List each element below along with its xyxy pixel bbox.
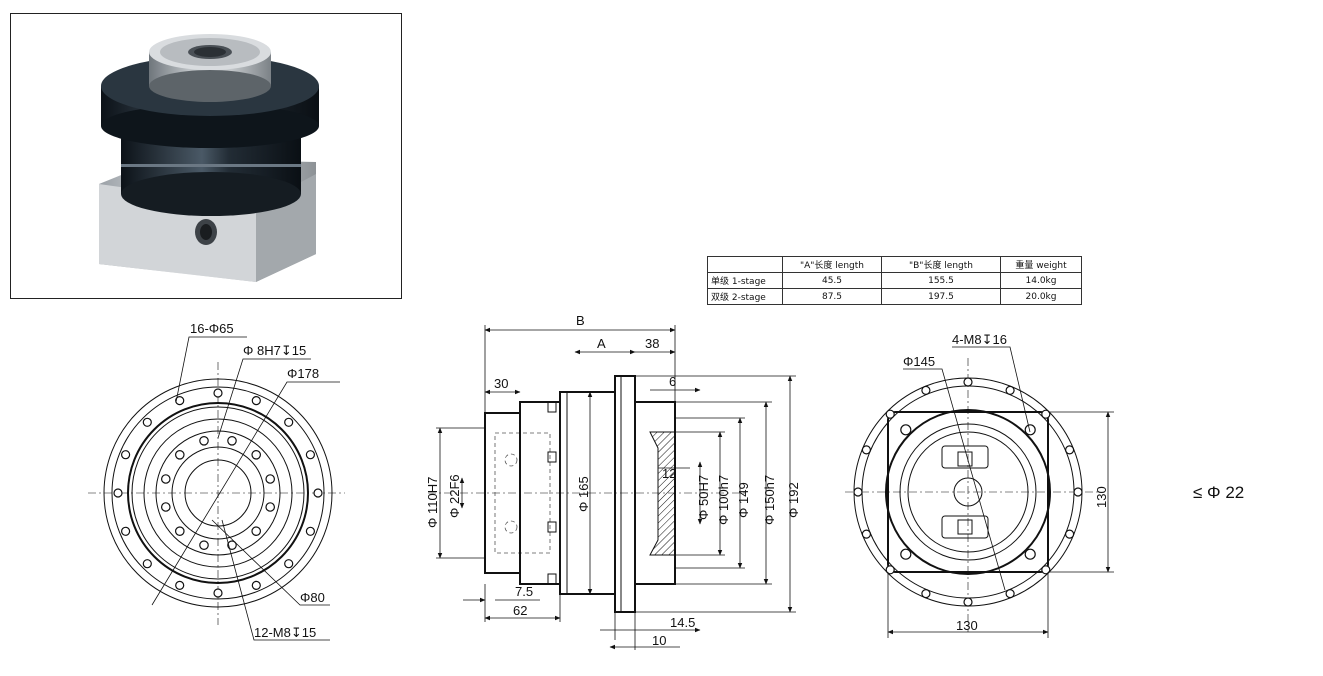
tapped-hole [251,526,262,536]
tapped-hole [900,548,912,560]
tapped-hole [265,474,275,484]
label-pin-hole: Φ 8H7↧15 [243,343,306,358]
mounting-hole [885,409,895,419]
label-outer-holes: 16-Φ65 [190,321,234,336]
mounting-hole [963,377,973,387]
mounting-hole [305,450,315,460]
mounting-hole [284,417,294,427]
mounting-hole [120,526,131,536]
mounting-hole [1064,445,1075,455]
tapped-hole [251,449,262,460]
mounting-hole [284,559,294,569]
mounting-hole [305,526,315,536]
mounting-hole [853,487,863,497]
front-view: 16-Φ65 Φ 8H7↧15 Φ178 Φ80 12-M8↧15 [88,321,345,641]
label-back-taps: 4-M8↧16 [952,332,1007,347]
dim-192: Φ 192 [786,482,801,518]
label-pcd-178: Φ178 [287,366,319,381]
tapped-hole [1024,424,1036,436]
dim-b: B [576,313,585,328]
dim-62: 62 [513,603,527,618]
mounting-holes-back [853,377,1083,607]
tapped-hole [161,502,171,512]
corner-tapped-holes [900,424,1036,560]
tapped-hole [1024,548,1036,560]
mounting-hole [1005,588,1015,599]
tapped-hole [175,449,185,460]
label-tapped-holes: 12-M8↧15 [254,625,316,640]
dim-100h7: Φ 100h7 [716,475,731,525]
dim-130-vertical: 130 [1094,486,1109,508]
mounting-hole [921,588,931,599]
mounting-hole [142,417,152,427]
tapped-hole [227,540,237,550]
mounting-hole [251,580,261,591]
table-row: 单级 1-stage 45.5 155.5 14.0kg [707,272,1082,289]
dim-22f6: Φ 22F6 [447,474,462,518]
mounting-hole [120,450,131,460]
mounting-holes-outer [113,388,323,598]
dim-7-5: 7.5 [515,584,533,599]
mounting-hole [1064,529,1075,539]
mounting-hole [113,488,123,498]
mounting-hole [885,565,895,575]
mounting-hole [175,580,185,591]
tapped-hole [199,540,209,550]
dim-6: 6 [669,374,676,389]
mounting-hole [921,385,931,395]
dim-50h7: Φ 50H7 [696,475,711,520]
mounting-hole [861,445,872,455]
mounting-hole [1073,487,1083,497]
mounting-hole [251,396,261,406]
tapped-hole [227,435,237,446]
label-pcd-145: Φ145 [903,354,935,369]
table-cell-weight: 20.0kg [1000,288,1082,305]
dim-30: 30 [494,376,508,391]
tapped-hole [900,424,912,436]
mounting-hole [313,488,323,498]
back-view: 4-M8↧16 Φ145 130 130 [845,332,1114,638]
dim-38: 38 [645,336,659,351]
mounting-hole [213,588,223,598]
dim-150h7: Φ 150h7 [762,475,777,525]
dim-14-5: 14.5 [670,615,695,630]
dim-12: 12 [662,466,676,481]
mounting-hole [963,597,973,607]
table-cell-stage: 双级 2-stage [707,288,783,305]
tapped-hole [161,474,171,484]
tapped-hole [199,435,209,446]
dim-149: Φ 149 [736,482,751,518]
tapped-holes-inner [161,435,275,550]
tapped-hole [175,526,185,536]
dim-10: 10 [652,633,666,648]
product-photo [10,13,402,299]
table-row: 双级 2-stage 87.5 197.5 20.0kg [707,288,1082,305]
label-bore-80: Φ80 [300,590,325,605]
gearbox-photo-illustration [99,34,319,282]
dim-a: A [597,336,606,351]
table-header-row: "A"长度 length "B"长度 length 重量 weight [707,256,1082,273]
side-view: B A 38 30 6 Φ 110H7 Φ 22F6 Φ 165 12 Φ 50… [425,313,801,650]
spec-table: "A"长度 length "B"长度 length 重量 weight 单级 1… [707,256,1082,305]
mounting-hole [213,388,223,398]
mounting-hole [861,529,872,539]
dim-110h7: Φ 110H7 [425,477,440,528]
mounting-hole [175,396,185,406]
mounting-hole [1041,565,1051,575]
table-cell-a: 87.5 [782,288,882,305]
mounting-hole [1041,409,1051,419]
mounting-hole [142,559,152,569]
tapped-hole [265,502,275,512]
input-shaft-note: ≤ Φ 22 [1193,483,1244,502]
dim-165: Φ 165 [576,476,591,512]
dim-130-horizontal: 130 [956,618,978,633]
mounting-hole [1005,385,1015,395]
